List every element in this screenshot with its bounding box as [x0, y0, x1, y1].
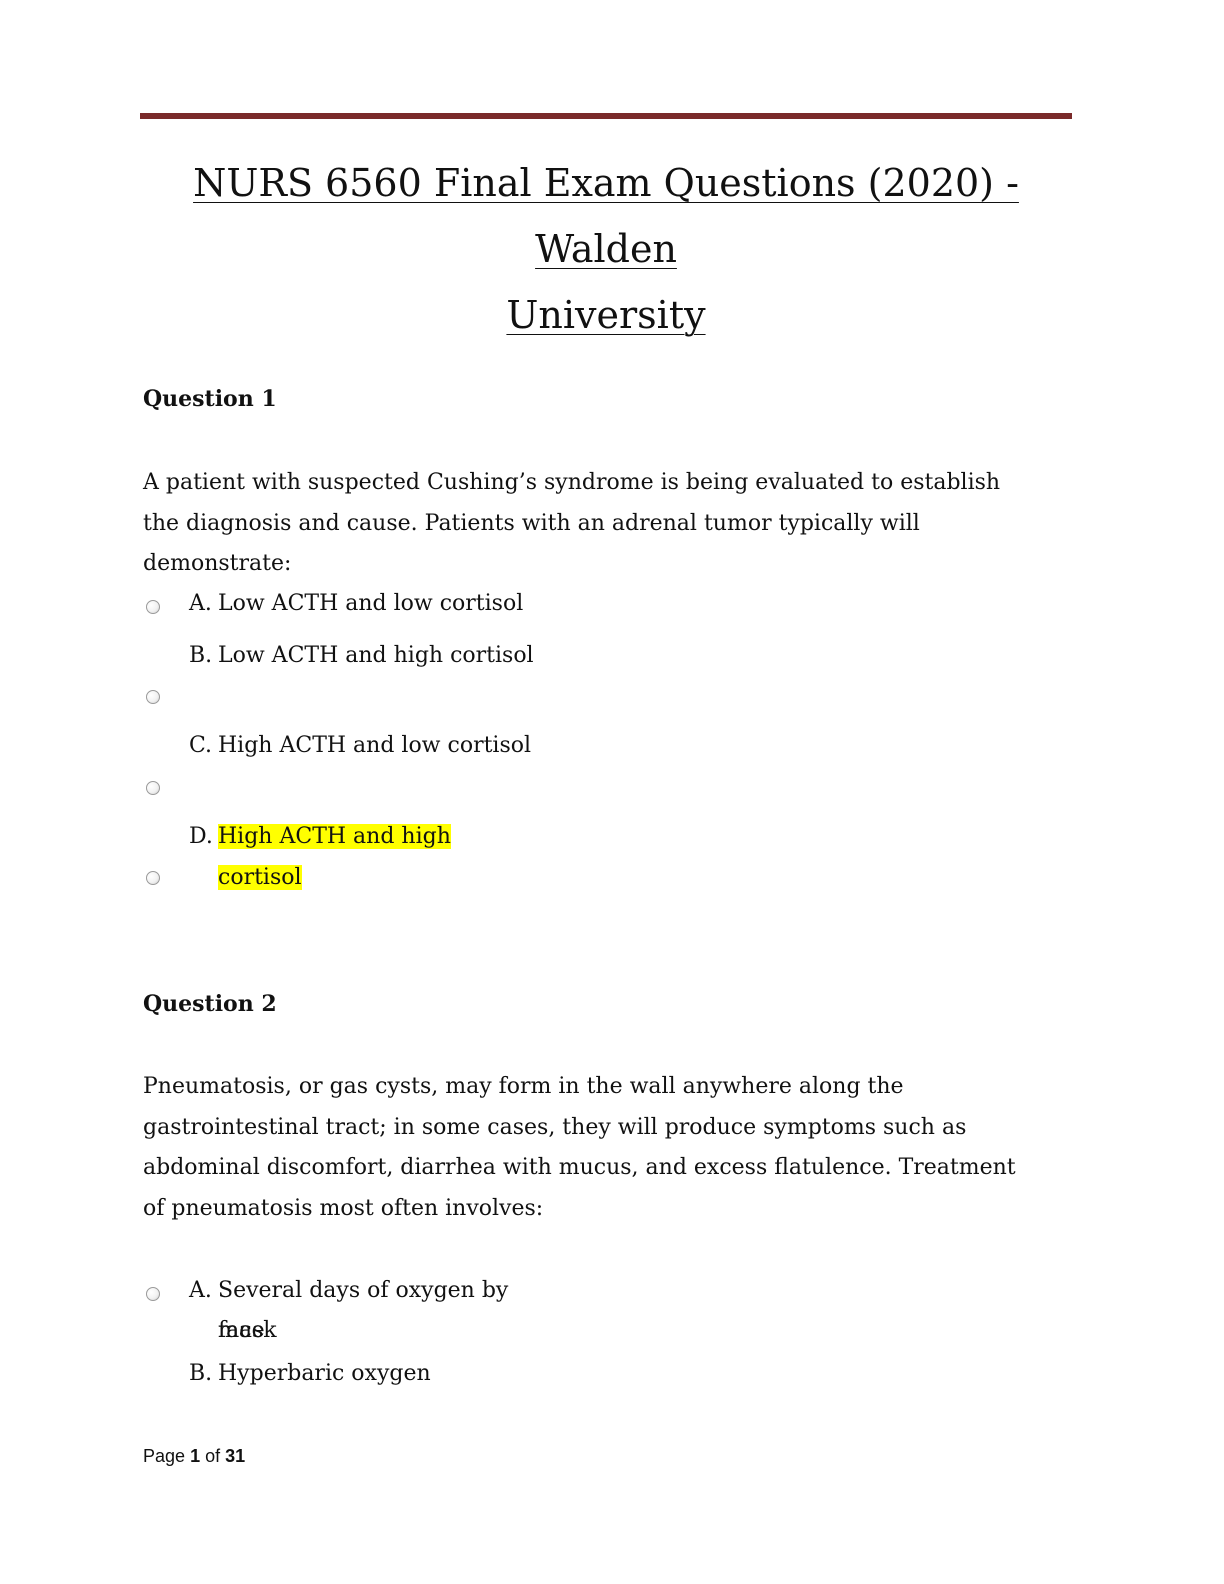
question-1-option-a-text: Low ACTH and low cortisol [218, 591, 524, 616]
question-1-option-c-text: High ACTH and low cortisol [218, 733, 532, 758]
question-1-option-b-radio[interactable] [146, 690, 160, 704]
question-2-option-b-letter: B. [189, 1361, 213, 1386]
question-1-heading: Question 1 [143, 386, 277, 412]
question-2-option-a-letter: A. [189, 1278, 212, 1303]
question-2-text: Pneumatosis, or gas cysts, may form in t… [143, 1074, 1016, 1221]
question-2-option-a-text-line-1: Several days of oxygen by face [218, 1278, 509, 1343]
title-line-2: University [506, 293, 706, 337]
answer-highlight: cortisol [218, 865, 302, 890]
page-number: 1 [190, 1446, 201, 1466]
question-1-option-a-letter: A. [189, 591, 212, 616]
question-1-text: A patient with suspected Cushing’s syndr… [143, 470, 1001, 576]
question-1-option-c-radio[interactable] [146, 781, 160, 795]
of-label: of [205, 1446, 221, 1466]
document-title: NURS 6560 Final Exam Questions (2020) - … [140, 150, 1072, 348]
question-1-option-d-text-line-1: High ACTH and high [218, 817, 538, 857]
page-label: Page [143, 1446, 186, 1466]
question-2-option-b-text: Hyperbaric oxygen [218, 1361, 431, 1386]
question-2-option-a-radio[interactable] [146, 1287, 160, 1301]
page-footer: Page 1 of 31 [143, 1446, 245, 1467]
question-2-heading: Question 2 [143, 991, 277, 1017]
answer-highlight: High ACTH and high [218, 824, 451, 849]
header-rule [140, 113, 1072, 119]
question-1-option-b-text: Low ACTH and high cortisol [218, 643, 534, 668]
question-1-option-c-letter: C. [189, 733, 213, 758]
question-1-option-a-radio[interactable] [146, 600, 160, 614]
question-1-option-d-radio[interactable] [146, 871, 160, 885]
question-2-option-a-text-line-2: mask [218, 1318, 277, 1343]
question-1-option-d-letter: D. [189, 824, 213, 849]
question-1-option-b-letter: B. [189, 643, 213, 668]
question-1-option-d-text-line-2: cortisol [218, 858, 538, 898]
page-total: 31 [225, 1446, 246, 1466]
title-line-1: NURS 6560 Final Exam Questions (2020) - … [193, 161, 1019, 271]
